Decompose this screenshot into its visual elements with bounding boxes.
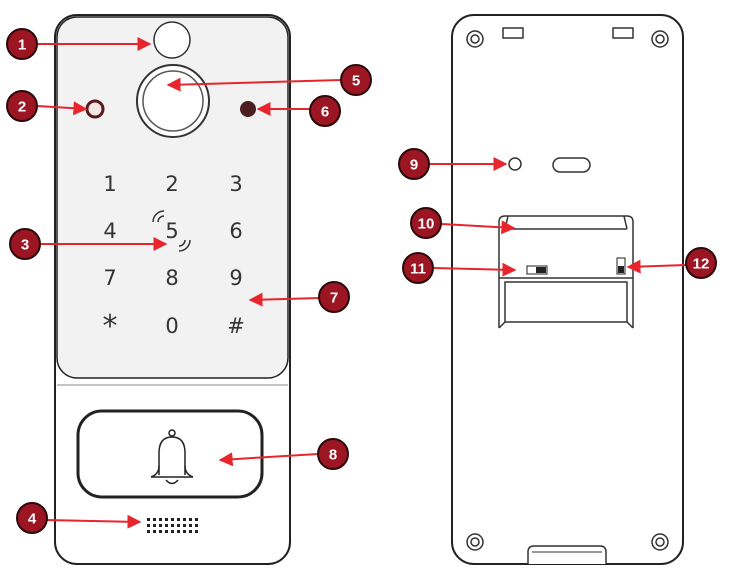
screw-top-right [651,30,669,48]
speaker-row-3 [147,530,198,533]
key-3[interactable]: 3 [229,172,242,196]
back-view [451,14,684,565]
arrow-4 [45,514,142,529]
arrow-11 [433,262,517,277]
key-hash[interactable]: # [227,314,245,338]
svg-text:3: 3 [21,237,29,254]
callout-9: 9 [398,148,430,180]
callout-7: 7 [318,281,350,313]
arrow-8 [218,452,319,467]
key-5[interactable]: 5 [165,219,178,243]
reset-hole[interactable] [508,157,522,171]
nfc-waves-icon [152,210,191,252]
main-lens-inner [142,70,204,132]
key-8[interactable]: 8 [165,266,178,290]
cable-slot [552,157,591,173]
arrow-5 [166,77,342,92]
switch-left[interactable] [526,265,548,275]
keypad[interactable]: 1 2 3 4 5 6 7 8 9 * 0 # [103,172,245,344]
callout-arrows [37,37,687,529]
key-1[interactable]: 1 [103,172,116,196]
callout-12: 12 [685,247,717,279]
svg-text:9: 9 [410,157,418,174]
svg-text:8: 8 [329,447,337,464]
keypad-panel [56,16,289,379]
sensor-dot [240,101,256,117]
svg-text:4: 4 [28,511,37,528]
key-7[interactable]: 7 [103,266,116,290]
svg-text:6: 6 [321,104,329,121]
battery-compartment [498,215,634,329]
callout-6: 6 [309,95,341,127]
camera-lens [153,21,191,59]
callout-8: 8 [317,438,349,470]
key-9[interactable]: 9 [229,266,242,290]
indicator-light [85,99,105,119]
speaker-grille [147,518,198,533]
arrow-7 [248,292,321,307]
screw-bottom-right [651,533,669,551]
svg-text:12: 12 [693,256,710,273]
mount-slot-right [612,27,634,39]
arrow-10 [441,220,516,235]
doorbell-button[interactable] [76,409,264,499]
key-star[interactable]: * [103,309,118,344]
bell-icon [150,429,194,485]
speaker-row-1 [147,518,198,521]
svg-text:1: 1 [18,37,26,54]
svg-text:5: 5 [352,73,360,90]
mount-slot-left [502,27,524,39]
key-0[interactable]: 0 [165,314,178,338]
key-2[interactable]: 2 [165,172,178,196]
back-body [451,14,684,565]
callout-11: 11 [402,252,434,284]
arrow-2 [37,101,88,116]
switch-right[interactable] [616,257,626,275]
callout-4: 4 [16,502,48,534]
svg-text:11: 11 [410,261,426,278]
speaker-row-2 [147,524,198,527]
callout-5: 5 [340,64,372,96]
callout-10: 10 [410,207,442,239]
arrow-12 [626,259,687,274]
svg-text:7: 7 [330,290,338,307]
svg-text:10: 10 [418,216,435,233]
screw-bottom-left [466,533,484,551]
callout-2: 2 [6,90,38,122]
bottom-notch [527,545,607,564]
svg-text:2: 2 [18,99,26,116]
front-view: 1 2 3 4 5 6 7 8 9 * 0 # [54,14,291,565]
key-6[interactable]: 6 [229,219,242,243]
key-4[interactable]: 4 [103,219,116,243]
callout-1: 1 [6,28,38,60]
callout-3: 3 [9,228,41,260]
screw-top-left [466,30,484,48]
